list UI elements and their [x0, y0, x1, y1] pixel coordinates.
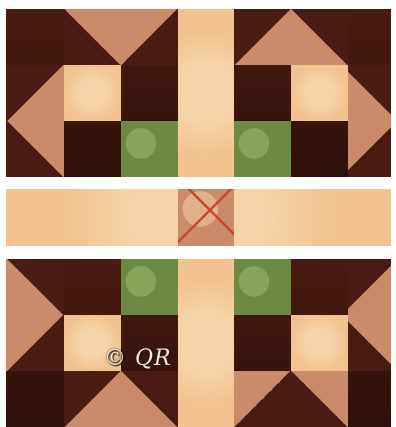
top-right-hst-top — [291, 9, 348, 65]
top-left-hst-top — [64, 9, 121, 65]
top-center-sashing — [178, 9, 234, 177]
bottom-left-hst-bottom-right — [121, 371, 178, 427]
top-left-hst-left — [6, 65, 64, 121]
bottom-right-hst-bottom-left — [234, 371, 291, 427]
bottom-left-hst-bottom — [64, 371, 121, 427]
top-left-hst-bottom-left — [6, 121, 64, 177]
bottom-left-hst-top-left — [6, 259, 64, 315]
top-right-center-square — [291, 65, 348, 121]
top-right-hst-bottom-right — [348, 121, 391, 177]
bottom-right-green-square — [234, 259, 291, 315]
top-right-hst-top-left — [234, 9, 291, 65]
bottom-right-hst-bottom — [291, 371, 348, 427]
top-left-center-square — [64, 65, 121, 121]
top-left-hst-top-right — [121, 9, 178, 65]
bottom-right-hst-top-right — [348, 259, 391, 315]
top-right-green-square — [234, 121, 291, 177]
top-left-green-square — [121, 121, 178, 177]
sashing-cornerstone — [178, 189, 234, 246]
bottom-right-hst-right — [348, 315, 391, 371]
middle-sashing-strip — [6, 189, 391, 246]
bottom-quilt-block — [6, 259, 391, 427]
watermark-text: © QR — [104, 346, 172, 371]
bottom-center-sashing — [178, 259, 234, 427]
top-quilt-block — [6, 9, 391, 177]
top-right-hst-right — [348, 65, 391, 121]
bottom-left-green-square — [121, 259, 178, 315]
bottom-right-center-square — [291, 315, 348, 371]
bottom-left-hst-left — [6, 315, 64, 371]
